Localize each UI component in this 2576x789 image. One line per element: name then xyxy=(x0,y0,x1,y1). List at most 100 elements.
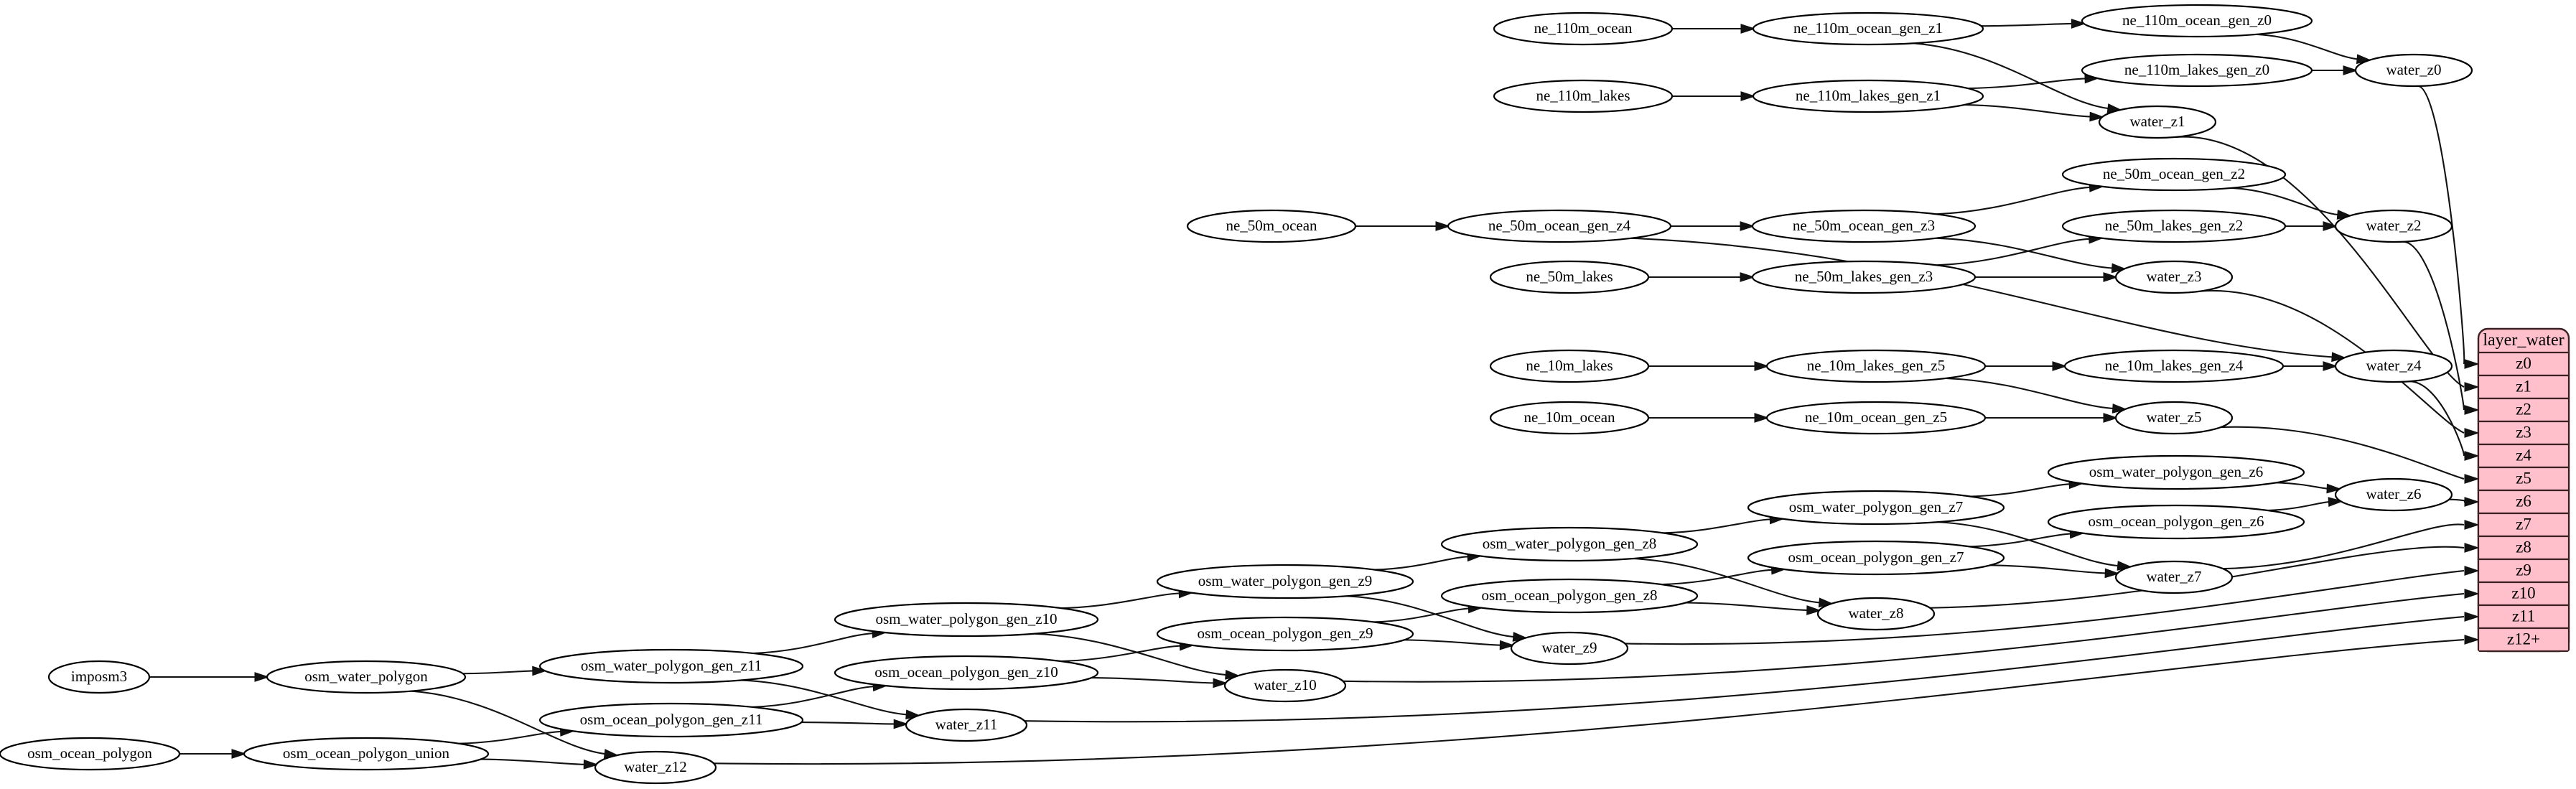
edge-water_z8-to-layer-water-z8 xyxy=(1930,546,2465,609)
layer-water-row-z12+[interactable] xyxy=(2477,627,2570,653)
graph-node-ne_50m_ocean_gen_z3[interactable]: ne_50m_ocean_gen_z3 xyxy=(1751,209,1977,243)
edge-water_z12-to-layer-water-z12+ xyxy=(714,638,2465,765)
graph-node-water_z11[interactable]: water_z11 xyxy=(905,708,1028,742)
layer-water-row-z1[interactable] xyxy=(2477,374,2570,400)
graph-node-water_z4[interactable]: water_z4 xyxy=(2334,349,2453,383)
node-ellipse xyxy=(1223,668,1347,703)
graph-node-osm_water_polygon_gen_z8[interactable]: osm_water_polygon_gen_z8 xyxy=(1440,526,1699,562)
node-label: water_z6 xyxy=(2366,485,2422,503)
edge-osm_water_polygon_gen_z11-to-water_z11 xyxy=(741,679,907,716)
node-label: ne_50m_lakes xyxy=(1526,268,1613,285)
node-label: osm_water_polygon_gen_z7 xyxy=(1789,498,1964,515)
node-label: water_z9 xyxy=(1542,639,1597,656)
graph-node-osm_ocean_polygon_gen_z9[interactable]: osm_ocean_polygon_gen_z9 xyxy=(1156,616,1414,652)
arrowhead-46 xyxy=(254,672,270,682)
graph-node-ne_110m_ocean_gen_z1[interactable]: ne_110m_ocean_gen_z1 xyxy=(1752,11,1984,46)
layer-water-row-z3[interactable] xyxy=(2477,420,2570,446)
graph-node-osm_ocean_polygon[interactable]: osm_ocean_polygon xyxy=(0,737,181,771)
layer-water-row-label-z1: z1 xyxy=(2516,377,2531,395)
graph-node-ne_50m_ocean[interactable]: ne_50m_ocean xyxy=(1186,209,1357,243)
graph-node-ne_10m_ocean_gen_z5[interactable]: ne_10m_ocean_gen_z5 xyxy=(1765,401,1987,435)
graph-node-water_z8[interactable]: water_z8 xyxy=(1816,597,1936,631)
arrowhead-37 xyxy=(1499,640,1515,650)
graph-node-osm_water_polygon_gen_z11[interactable]: osm_water_polygon_gen_z11 xyxy=(538,648,804,684)
node-ellipse xyxy=(2114,560,2234,594)
graph-node-imposm3[interactable]: imposm3 xyxy=(47,660,151,694)
edge-water_z2-to-layer-water-z2 xyxy=(2400,241,2465,411)
graph-node-water_z3[interactable]: water_z3 xyxy=(2114,260,2234,294)
graph-node-water_z10[interactable]: water_z10 xyxy=(1223,668,1347,703)
node-ellipse xyxy=(2061,209,2287,243)
edge-osm_water_polygon_gen_z7-to-osm_water_polygon_gen_z6 xyxy=(1970,483,2071,498)
arrowhead-19 xyxy=(2052,361,2068,371)
graph-node-ne_50m_lakes[interactable]: ne_50m_lakes xyxy=(1489,260,1650,294)
layer-water-row-z9[interactable] xyxy=(2477,558,2570,584)
layer-water-row-label-z10: z10 xyxy=(2511,584,2535,602)
layer-water-row-label-z4: z4 xyxy=(2516,446,2531,464)
graph-node-osm_ocean_polygon_gen_z6[interactable]: osm_ocean_polygon_gen_z6 xyxy=(2047,504,2305,540)
arrowhead-8 xyxy=(1435,221,1451,231)
graph-node-osm_water_polygon_gen_z10[interactable]: osm_water_polygon_gen_z10 xyxy=(834,602,1099,638)
graph-node-osm_ocean_polygon_gen_z7[interactable]: osm_ocean_polygon_gen_z7 xyxy=(1747,540,2005,576)
graph-node-water_z12[interactable]: water_z12 xyxy=(594,750,717,785)
node-label: osm_ocean_polygon_union xyxy=(283,744,450,762)
graph-node-ne_10m_lakes[interactable]: ne_10m_lakes xyxy=(1489,349,1650,383)
node-ellipse xyxy=(2354,53,2473,88)
node-ellipse xyxy=(2334,209,2453,243)
arrowhead-7 xyxy=(2343,65,2358,75)
arrowhead-0 xyxy=(1740,24,1756,34)
graph-node-ne_10m_lakes_gen_z5[interactable]: ne_10m_lakes_gen_z5 xyxy=(1765,349,1987,383)
graph-node-ne_110m_ocean_gen_z0[interactable]: ne_110m_ocean_gen_z0 xyxy=(2081,4,2313,38)
graph-node-water_z2[interactable]: water_z2 xyxy=(2334,209,2453,243)
edge-ne_50m_ocean_gen_z3-to-ne_50m_ocean_gen_z2 xyxy=(1936,186,2091,215)
graph-node-ne_10m_ocean[interactable]: ne_10m_ocean xyxy=(1489,401,1650,435)
node-label: water_z1 xyxy=(2130,113,2185,130)
graph-node-osm_water_polygon_gen_z7[interactable]: osm_water_polygon_gen_z7 xyxy=(1747,490,2005,526)
graph-node-ne_110m_lakes_gen_z1[interactable]: ne_110m_lakes_gen_z1 xyxy=(1752,79,1984,113)
graph-node-water_z6[interactable]: water_z6 xyxy=(2334,477,2453,512)
graph-node-ne_110m_lakes[interactable]: ne_110m_lakes xyxy=(1493,79,1674,113)
edge-ne_50m_lakes_gen_z3-to-ne_50m_lakes_gen_z2 xyxy=(1936,238,2090,266)
edge-osm_water_polygon_gen_z9-to-osm_water_polygon_gen_z8 xyxy=(1374,556,1469,571)
layer-water-row-z11[interactable] xyxy=(2477,604,2570,630)
edge-ne_50m_ocean_gen_z2-to-water_z2 xyxy=(2231,187,2338,216)
graph-node-water_z7[interactable]: water_z7 xyxy=(2114,560,2234,594)
graph-node-water_z5[interactable]: water_z5 xyxy=(2114,401,2234,435)
graph-node-osm_ocean_polygon_gen_z11[interactable]: osm_ocean_polygon_gen_z11 xyxy=(538,702,804,738)
node-ellipse xyxy=(1186,209,1357,243)
layer-water-row-z4[interactable] xyxy=(2477,443,2570,469)
graph-node-ne_50m_lakes_gen_z2[interactable]: ne_50m_lakes_gen_z2 xyxy=(2061,209,2287,243)
graph-node-osm_water_polygon_gen_z9[interactable]: osm_water_polygon_gen_z9 xyxy=(1156,564,1414,599)
graph-node-water_z1[interactable]: water_z1 xyxy=(2098,105,2217,139)
arrowhead-table-10 xyxy=(2464,589,2480,599)
arrowhead-table-7 xyxy=(2464,520,2480,530)
layer-water-row-z2[interactable] xyxy=(2477,397,2570,423)
graph-node-ne_50m_ocean_gen_z2[interactable]: ne_50m_ocean_gen_z2 xyxy=(2061,157,2287,192)
graph-node-osm_water_polygon[interactable]: osm_water_polygon xyxy=(266,660,467,694)
graph-node-ne_50m_ocean_gen_z4[interactable]: ne_50m_ocean_gen_z4 xyxy=(1447,209,1672,243)
graph-node-osm_ocean_polygon_gen_z10[interactable]: osm_ocean_polygon_gen_z10 xyxy=(834,655,1099,691)
layer-water-row-label-z12+: z12+ xyxy=(2507,630,2540,648)
graph-node-ne_110m_lakes_gen_z0[interactable]: ne_110m_lakes_gen_z0 xyxy=(2081,53,2313,88)
graph-node-ne_10m_lakes_gen_z4[interactable]: ne_10m_lakes_gen_z4 xyxy=(2063,349,2285,383)
layer-water-row-z8[interactable] xyxy=(2477,535,2570,561)
layer-water-row-z7[interactable] xyxy=(2477,512,2570,538)
node-ellipse xyxy=(1440,578,1699,614)
node-ellipse xyxy=(1510,631,1629,666)
arrowhead-23 xyxy=(2103,413,2119,423)
graph-node-osm_ocean_polygon_union[interactable]: osm_ocean_polygon_union xyxy=(243,737,490,771)
edge-osm_water_polygon-to-osm_water_polygon_gen_z11 xyxy=(462,670,533,675)
node-ellipse xyxy=(1765,349,1987,383)
node-ellipse xyxy=(538,702,804,738)
graph-node-water_z0[interactable]: water_z0 xyxy=(2354,53,2473,88)
node-label: water_z2 xyxy=(2366,217,2422,234)
arrowhead-17 xyxy=(2323,221,2338,231)
node-label: osm_ocean_polygon_gen_z7 xyxy=(1788,548,1964,566)
graph-node-ne_50m_lakes_gen_z3[interactable]: ne_50m_lakes_gen_z3 xyxy=(1751,260,1977,294)
arrowhead-table-5 xyxy=(2464,474,2480,484)
graph-node-osm_water_polygon_gen_z6[interactable]: osm_water_polygon_gen_z6 xyxy=(2047,454,2305,490)
graph-node-osm_ocean_polygon_gen_z8[interactable]: osm_ocean_polygon_gen_z8 xyxy=(1440,578,1699,614)
edge-osm_ocean_polygon_gen_z10-to-water_z10 xyxy=(1091,677,1215,684)
graph-node-water_z9[interactable]: water_z9 xyxy=(1510,631,1629,666)
graph-node-ne_110m_ocean[interactable]: ne_110m_ocean xyxy=(1493,11,1674,46)
